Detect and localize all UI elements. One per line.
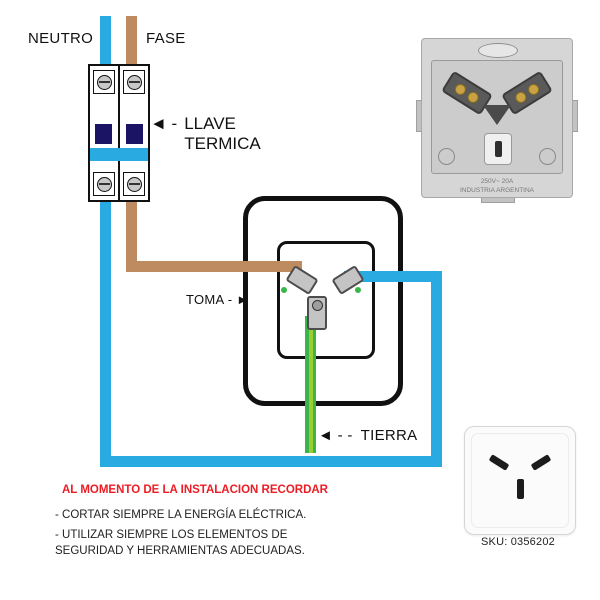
module-center-recess <box>483 105 511 125</box>
ground-wire <box>305 316 316 453</box>
label-fase: FASE <box>146 30 186 47</box>
faceplate-photo <box>464 426 576 535</box>
arrow-right-icon: - ► <box>227 292 250 307</box>
brass-screw-icon <box>525 81 541 97</box>
ground-slot-icon <box>494 141 502 157</box>
faceplate-bevel <box>471 433 569 528</box>
ground-screw-icon <box>311 300 323 311</box>
warning-title: AL MOMENTO DE LA INSTALACION RECORDAR <box>62 484 328 496</box>
breaker-toggle-left <box>95 124 112 144</box>
certification-mark-icon <box>539 148 556 165</box>
label-llave: LLAVE <box>184 114 236 133</box>
breaker-band <box>90 148 148 161</box>
warning-item-2: - UTILIZAR SIEMPRE LOS ELEMENTOS DE SEGU… <box>55 529 305 558</box>
module-markings: 250V~ 20A INDUSTRIA ARGENTINA <box>421 178 573 195</box>
brass-screw-icon <box>465 89 481 105</box>
module-plate <box>431 60 563 174</box>
neutral-wire-right-vertical <box>431 271 442 467</box>
module-ground-slot <box>484 133 512 165</box>
brand-logo <box>478 43 518 58</box>
breaker-terminal-top-right <box>123 70 145 94</box>
sku-label: SKU: 0356202 <box>481 536 555 548</box>
label-tierra: ◄ - - TIERRA <box>318 427 417 444</box>
label-toma-text: TOMA <box>186 292 224 307</box>
screw-icon <box>126 74 142 90</box>
ground-wire-stripe <box>308 316 313 453</box>
socket-ground-slot <box>307 296 327 330</box>
faceplate-ground-slot <box>516 479 524 499</box>
breaker-terminal-bottom-left <box>93 172 115 196</box>
live-wire-into-outlet <box>126 261 302 272</box>
breaker-terminal-bottom-right <box>123 172 145 196</box>
brass-screw-icon <box>453 81 469 97</box>
neutral-wire-bottom-horizontal <box>100 456 442 467</box>
module-rating: 250V~ 20A <box>480 178 514 186</box>
warning-item-1: - CORTAR SIEMPRE LA ENERGÍA ELÉCTRICA. <box>55 509 307 521</box>
label-neutro: NEUTRO <box>28 30 94 47</box>
thermal-breaker <box>88 64 150 202</box>
neutral-wire-into-outlet <box>344 271 442 282</box>
outlet-box <box>243 196 403 406</box>
screw-icon <box>96 176 112 192</box>
arrow-left-icon: ◄ - <box>150 114 178 133</box>
module-origin: INDUSTRIA ARGENTINA <box>459 186 535 194</box>
label-tierra-text: TIERRA <box>360 427 418 444</box>
label-toma: TOMA - ► <box>186 292 249 307</box>
certification-mark-icon <box>438 148 455 165</box>
brass-screw-icon <box>513 89 529 105</box>
breaker-terminal-top-left <box>93 70 115 94</box>
screw-icon <box>96 74 112 90</box>
terminal-dot-left <box>281 287 287 293</box>
label-termica: TERMICA <box>184 134 261 153</box>
breaker-divider <box>118 66 120 200</box>
breaker-toggle-right <box>126 124 143 144</box>
label-llave-termica-text: LLAVE TERMICA <box>184 114 261 154</box>
neutral-wire-left-vertical <box>100 16 111 467</box>
socket-module-photo: 250V~ 20A INDUSTRIA ARGENTINA <box>416 38 578 203</box>
label-llave-termica: ◄ - LLAVE TERMICA <box>150 114 261 154</box>
screw-icon <box>126 176 142 192</box>
arrow-left-icon: ◄ - - <box>318 427 353 444</box>
terminal-dot-right <box>355 287 361 293</box>
